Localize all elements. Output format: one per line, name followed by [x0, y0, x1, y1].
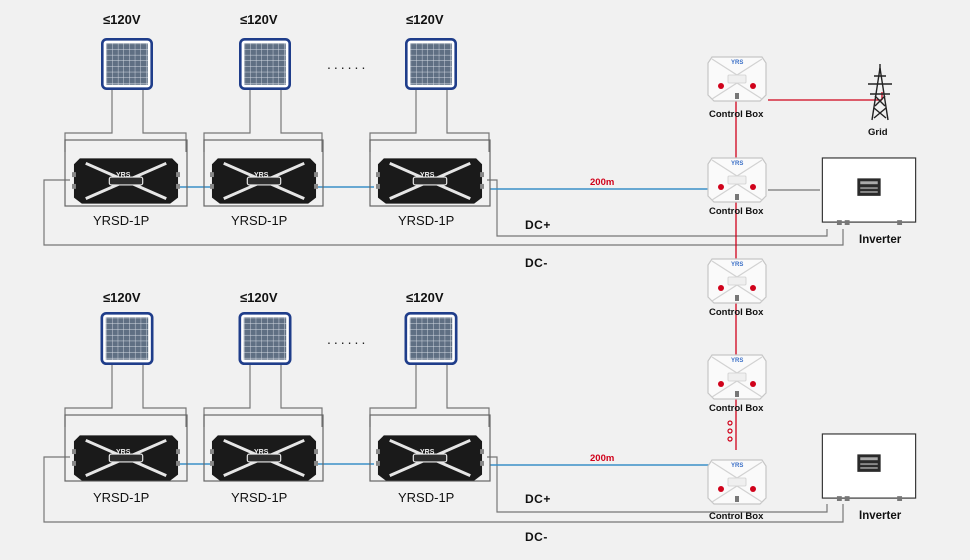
rsd-frame: [203, 414, 324, 482]
panel-wires-row-2: [64, 365, 490, 427]
device-logo: YRS: [254, 172, 269, 179]
rapid-shutdown-device-icon: [376, 156, 484, 206]
dc-minus-label: DC-: [525, 530, 548, 544]
rapid-shutdown-device-icon: [376, 433, 484, 483]
row-2: [43, 312, 844, 523]
control-box-label: Control Box: [709, 206, 764, 217]
voltage-label: ≤120V: [103, 290, 141, 305]
solar-panel-icon: [238, 312, 292, 365]
control-column: [707, 56, 917, 505]
rsd-frame: [369, 414, 491, 482]
rapid-shutdown-device-icon: [210, 156, 318, 206]
inverter-icon: [821, 433, 917, 501]
box-logo: YRS: [731, 60, 744, 66]
device-logo: YRS: [420, 172, 435, 179]
grid-link: [768, 92, 883, 101]
solar-panel-icon: [404, 38, 458, 90]
inverter-icon: [821, 157, 917, 225]
device-label: YRSD-1P: [398, 490, 455, 505]
solar-panel-icon: [238, 38, 292, 90]
device-label: YRSD-1P: [93, 213, 150, 228]
ellipsis: ......: [327, 56, 369, 72]
voltage-label: ≤120V: [406, 12, 444, 27]
control-box-label: Control Box: [709, 109, 764, 120]
grid-label: Grid: [868, 127, 888, 138]
box-logo: YRS: [731, 262, 744, 268]
device-label: YRSD-1P: [231, 213, 288, 228]
rsd-frame: [203, 139, 324, 207]
continuation-dots-icon: [727, 420, 733, 442]
rsd-frame: [369, 139, 491, 207]
row-1: [43, 38, 844, 246]
device-label: YRSD-1P: [93, 490, 150, 505]
solar-panel-icon: [100, 38, 154, 90]
solar-panel-icon: [100, 312, 154, 365]
device-logo: YRS: [420, 449, 435, 456]
control-box-label: Control Box: [709, 511, 764, 522]
rapid-shutdown-device-icon: [210, 433, 318, 483]
voltage-label: ≤120V: [406, 290, 444, 305]
rsd-frame: [64, 139, 188, 207]
voltage-label: ≤120V: [240, 290, 278, 305]
device-label: YRSD-1P: [398, 213, 455, 228]
inverter-label: Inverter: [859, 234, 902, 246]
control-box-label: Control Box: [709, 403, 764, 414]
device-logo: YRS: [116, 449, 131, 456]
rapid-shutdown-device-icon: [72, 156, 180, 206]
device-logo: YRS: [116, 172, 131, 179]
distance-label: 200m: [590, 453, 615, 464]
dc-minus-label: DC-: [525, 256, 548, 270]
distance-label: 200m: [590, 177, 615, 188]
ellipsis: ......: [327, 331, 369, 347]
rapid-shutdown-device-icon: [72, 433, 180, 483]
dc-wires-row-1: [43, 179, 844, 246]
box-logo: YRS: [731, 161, 744, 167]
solar-panel-icon: [404, 312, 458, 365]
control-box-label: Control Box: [709, 307, 764, 318]
device-logo: YRS: [254, 449, 269, 456]
panel-wires-row-1: [64, 90, 490, 152]
rsd-frame: [64, 414, 188, 482]
box-logo: YRS: [731, 358, 744, 364]
voltage-label: ≤120V: [103, 12, 141, 27]
device-label: YRSD-1P: [231, 490, 288, 505]
dc-plus-label: DC+: [525, 218, 551, 232]
box-logo: YRS: [731, 463, 744, 469]
dc-wires-row-2: [43, 456, 844, 523]
grid-tower-icon: [868, 64, 892, 121]
dc-plus-label: DC+: [525, 492, 551, 506]
voltage-label: ≤120V: [240, 12, 278, 27]
inverter-label: Inverter: [859, 510, 902, 522]
